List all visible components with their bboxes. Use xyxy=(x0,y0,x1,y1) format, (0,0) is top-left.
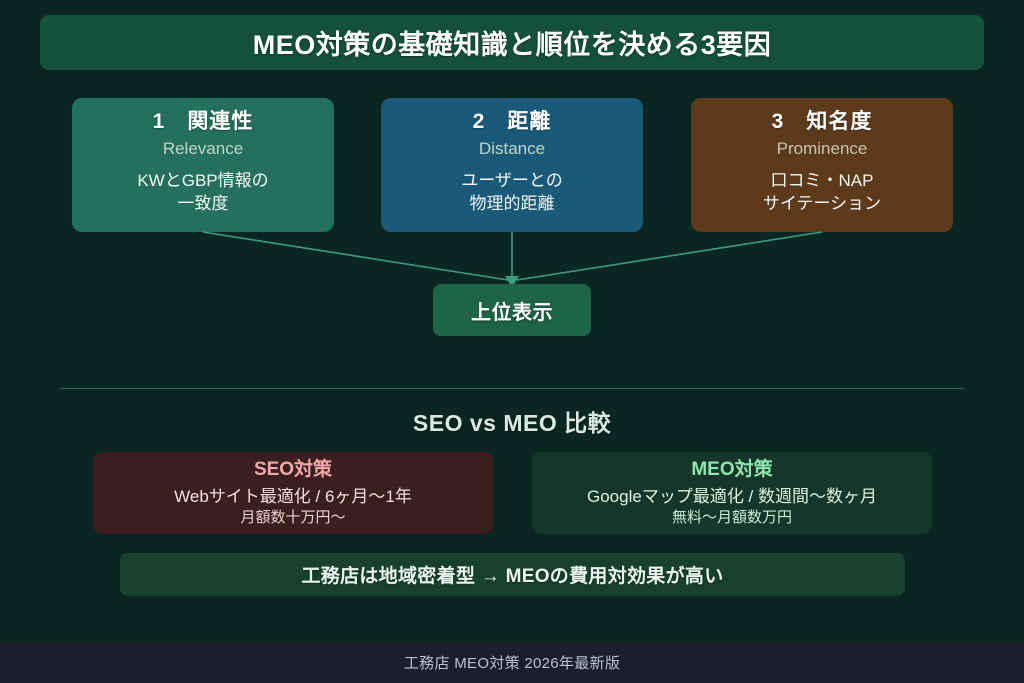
factor-card-relevance: 1 関連性 Relevance KWとGBP情報の 一致度 xyxy=(72,98,334,232)
factor-heading: 1 関連性 xyxy=(152,110,254,133)
factor-description: 口コミ・NAP サイテーション xyxy=(763,170,881,216)
section-divider xyxy=(60,388,964,389)
comparison-card-line1: Googleマップ最適化 / 数週間〜数ヶ月 xyxy=(587,486,877,506)
result-box: 上位表示 xyxy=(433,284,591,336)
factor-heading: 2 距離 xyxy=(472,110,552,133)
factor-description-line2: 物理的距離 xyxy=(469,193,555,213)
factor-card-prominence: 3 知名度 Prominence 口コミ・NAP サイテーション xyxy=(691,98,953,232)
factor-description-line1: 口コミ・NAP xyxy=(770,170,874,190)
connector-line-left xyxy=(202,231,509,281)
connector-line-right xyxy=(516,231,823,281)
footer-text: 工務店 MEO対策 2026年最新版 xyxy=(403,655,621,672)
footer-bar: 工務店 MEO対策 2026年最新版 xyxy=(0,642,1024,683)
factor-description: KWとGBP情報の 一致度 xyxy=(137,170,268,216)
factor-description-line1: ユーザーとの xyxy=(461,170,563,190)
factor-card-distance: 2 距離 Distance ユーザーとの 物理的距離 xyxy=(381,98,643,232)
page-title-bar: MEO対策の基礎知識と順位を決める3要因 xyxy=(40,15,984,70)
factor-subtitle: Relevance xyxy=(162,139,244,159)
factor-description-line2: 一致度 xyxy=(177,193,229,213)
factor-description-line1: KWとGBP情報の xyxy=(137,170,269,190)
conclusion-banner: 工務店は地域密着型 → MEOの費用対効果が高い xyxy=(120,553,905,596)
factor-heading: 3 知名度 xyxy=(771,110,873,133)
factor-description: ユーザーとの 物理的距離 xyxy=(461,170,563,216)
result-label: 上位表示 xyxy=(471,301,553,324)
comparison-card-seo: SEO対策 Webサイト最適化 / 6ヶ月〜1年 月額数十万円〜 xyxy=(93,452,493,534)
page-title: MEO対策の基礎知識と順位を決める3要因 xyxy=(252,30,772,60)
comparison-card-line2: 無料〜月額数万円 xyxy=(671,508,792,526)
factor-subtitle: Distance xyxy=(478,139,546,159)
comparison-card-line1: Webサイト最適化 / 6ヶ月〜1年 xyxy=(174,486,412,506)
comparison-card-title: SEO対策 xyxy=(253,459,333,480)
factor-subtitle: Prominence xyxy=(776,139,868,159)
conclusion-text: 工務店は地域密着型 → MEOの費用対効果が高い xyxy=(301,566,724,587)
comparison-heading: SEO vs MEO 比較 xyxy=(412,410,612,436)
comparison-card-title: MEO対策 xyxy=(691,459,773,480)
factor-description-line2: サイテーション xyxy=(762,193,882,213)
comparison-card-line2: 月額数十万円〜 xyxy=(240,508,346,526)
comparison-card-meo: MEO対策 Googleマップ最適化 / 数週間〜数ヶ月 無料〜月額数万円 xyxy=(532,452,932,534)
